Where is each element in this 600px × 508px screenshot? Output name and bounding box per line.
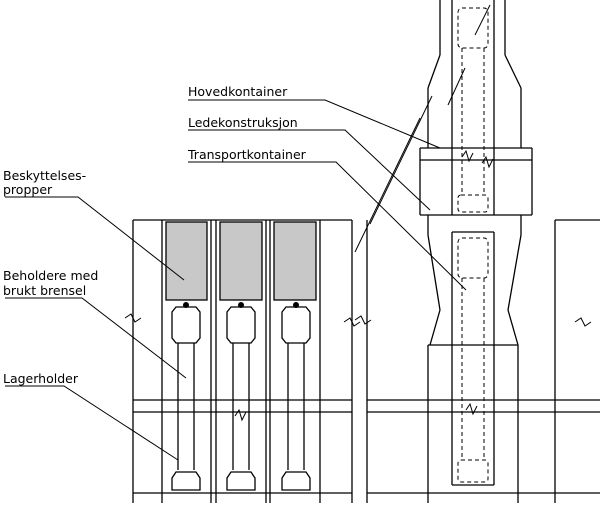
label-storage-holder: Lagerholder — [3, 371, 79, 386]
label-protection-plugs-line2: propper — [3, 182, 53, 197]
hatch-lines — [354, 4, 491, 253]
label-protection-plugs-line1: Beskyttelses- — [3, 168, 86, 183]
canister-column-3 — [269, 220, 321, 503]
protection-plug-3 — [273, 221, 317, 301]
label-spent-fuel-canisters-line1: Beholdere med — [3, 268, 98, 283]
label-transport-container: Transportkontainer — [187, 147, 307, 162]
transport-container — [354, 219, 600, 503]
main-container — [419, 0, 533, 216]
storage-rack — [124, 219, 361, 503]
label-guide-structure: Ledekonstruksjon — [188, 115, 298, 130]
guide-structure — [427, 215, 522, 346]
label-spent-fuel-canisters-line2: brukt brensel — [3, 283, 86, 298]
protection-plug-2 — [219, 221, 263, 301]
label-main-container: Hovedkontainer — [188, 84, 288, 99]
canister-column-2 — [215, 220, 267, 503]
leader-lines — [5, 99, 467, 461]
protection-plug-1 — [165, 221, 208, 301]
canister-column-1 — [161, 220, 212, 503]
